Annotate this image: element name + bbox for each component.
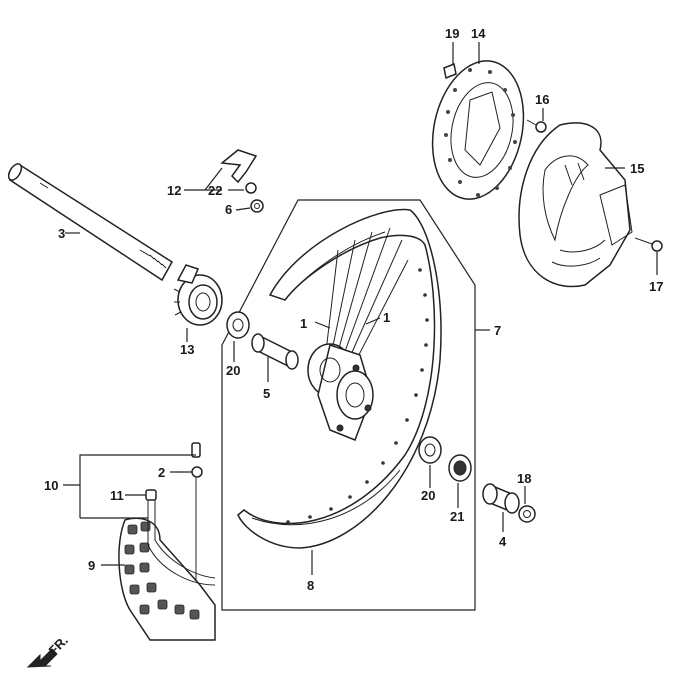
disc-bolt-19	[443, 62, 457, 80]
callout-2: 2	[158, 465, 165, 480]
cable-bracket	[220, 149, 264, 213]
callout-10: 10	[44, 478, 58, 493]
disc-cover	[518, 122, 633, 288]
callout-12: 12	[167, 183, 181, 198]
callout-6: 6	[225, 202, 232, 217]
speedometer-gearbox	[173, 264, 223, 326]
callout-5: 5	[263, 386, 270, 401]
callout-21: 21	[450, 509, 464, 524]
center-spacer	[251, 333, 299, 370]
callout-4: 4	[499, 534, 507, 549]
spokes	[324, 227, 409, 373]
callout-22: 22	[208, 183, 222, 198]
axle-nut	[518, 505, 536, 523]
callout-20-right: 20	[421, 488, 435, 503]
rim-band-11	[145, 489, 157, 501]
callout-16: 16	[535, 92, 549, 107]
brake-disc	[431, 60, 525, 200]
axle	[7, 163, 173, 282]
disc-bolt-16	[526, 119, 547, 133]
dust-seal	[448, 454, 472, 482]
front-direction-indicator: FR.	[26, 633, 71, 668]
right-bearing	[418, 436, 442, 464]
callout-20-left: 20	[226, 363, 240, 378]
callout-19: 19	[445, 26, 459, 41]
callout-13: 13	[180, 342, 194, 357]
wheel-assembly-outline	[221, 199, 476, 611]
cover-bolt-17	[634, 237, 663, 252]
callout-1-right: 1	[383, 310, 390, 325]
callout-11: 11	[110, 488, 124, 503]
callout-14: 14	[471, 26, 486, 41]
rim	[237, 208, 442, 549]
valve-2	[191, 442, 203, 580]
callout-8: 8	[307, 578, 314, 593]
callout-3: 3	[58, 226, 65, 241]
side-collar	[482, 483, 520, 514]
tube	[147, 495, 216, 586]
callout-9: 9	[88, 558, 95, 573]
left-bearing	[226, 311, 250, 339]
hub	[307, 343, 374, 441]
callout-7: 7	[494, 323, 501, 338]
leader-lines	[63, 42, 658, 575]
callout-1-left: 1	[300, 316, 307, 331]
callout-17: 17	[649, 279, 663, 294]
callout-18: 18	[517, 471, 531, 486]
front-arrow-icon	[26, 648, 58, 668]
tire	[118, 517, 216, 641]
callout-labels: 1 1 2 3 4 5 6 7 8 9 10 11 12 13 14 15 16…	[44, 26, 663, 593]
callout-15: 15	[630, 161, 644, 176]
